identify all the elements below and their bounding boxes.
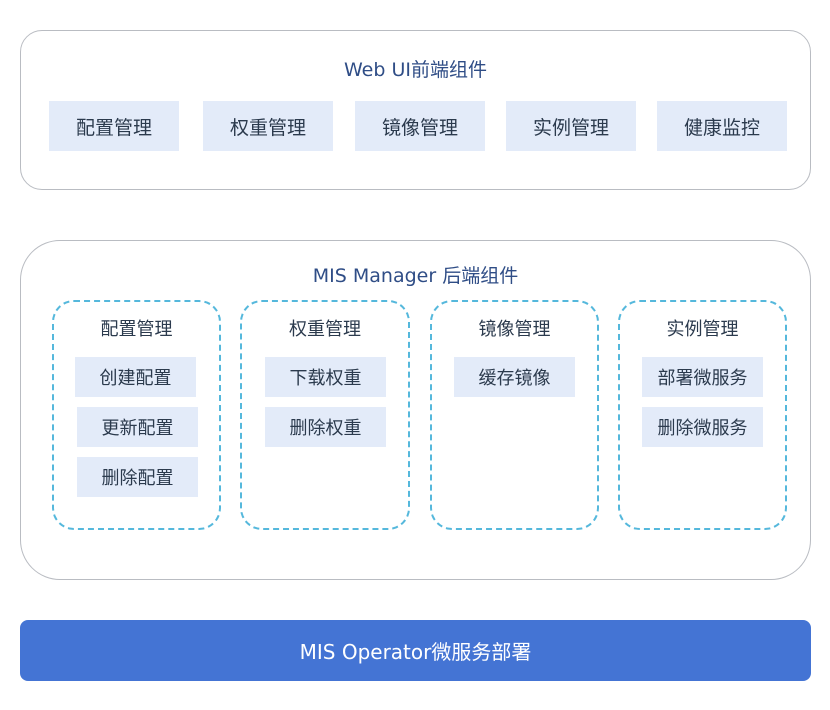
backend-create-config: 创建配置 [75,357,196,397]
backend-group-weight-title: 权重管理 [289,319,361,340]
frontend-health-monitoring: 健康监控 [657,101,787,151]
frontend-instance-management: 实例管理 [506,101,636,151]
backend-group-instance: 实例管理 部署微服务 删除微服务 [618,300,787,530]
backend-group-instance-title: 实例管理 [666,319,739,340]
backend-group-image: 镜像管理 缓存镜像 [430,300,599,530]
backend-title: MIS Manager 后端组件 [312,265,519,287]
backend-deploy-microservice: 部署微服务 [642,357,763,397]
backend-group-image-title: 镜像管理 [478,319,551,340]
backend-cache-image: 缓存镜像 [454,357,575,397]
backend-update-config: 更新配置 [77,407,198,447]
frontend-image-management: 镜像管理 [355,101,485,151]
backend-group-config-title: 配置管理 [100,319,173,340]
backend-delete-config: 删除配置 [77,457,198,497]
backend-delete-weight: 删除权重 [265,407,386,447]
backend-group-config: 配置管理 创建配置 更新配置 删除配置 [52,300,221,530]
frontend-panel: Web UI前端组件 配置管理 权重管理 镜像管理 实例管理 健康监控 [20,30,811,190]
backend-download-weight: 下载权重 [265,357,386,397]
frontend-weight-management: 权重管理 [203,101,333,151]
frontend-title: Web UI前端组件 [344,59,487,81]
backend-panel: MIS Manager 后端组件 配置管理 创建配置 更新配置 删除配置 权重管… [20,240,811,580]
backend-delete-microservice: 删除微服务 [642,407,763,447]
operator-deploy-label: MIS Operator微服务部署 [299,640,532,664]
frontend-config-management: 配置管理 [49,101,179,151]
operator-deploy-bar: MIS Operator微服务部署 [20,620,811,681]
backend-group-weight: 权重管理 下载权重 删除权重 [240,300,410,530]
